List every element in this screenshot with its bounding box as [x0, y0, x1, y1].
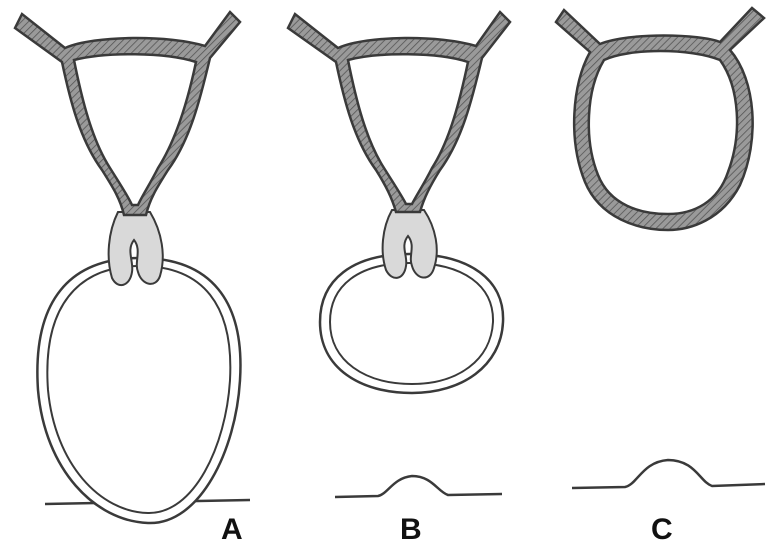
- panel-a-cup: [15, 12, 240, 215]
- panel-b: [288, 12, 510, 497]
- panel-b-baseline: [335, 476, 502, 497]
- panel-c-baseline: [572, 460, 765, 488]
- panel-c-cup: [556, 8, 764, 230]
- panel-c-label: C: [651, 515, 673, 545]
- panel-b-cup: [288, 12, 510, 212]
- panel-a-label: A: [221, 515, 243, 545]
- panel-b-sac-inner: [330, 263, 493, 384]
- panel-b-label: B: [400, 515, 422, 545]
- panel-a: [15, 12, 250, 523]
- panel-c: [556, 8, 765, 488]
